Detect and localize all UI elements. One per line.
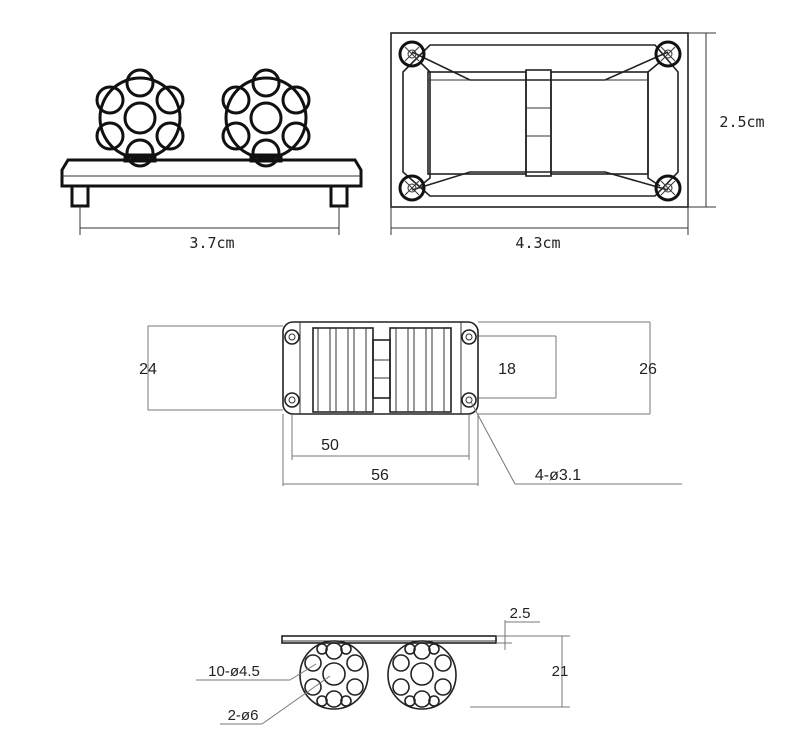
middle-hole-callout: 4-ø3.1 — [470, 401, 682, 485]
bottom-height-label: 21 — [552, 663, 569, 680]
plan-width-dimension: 4.3cm — [390, 207, 689, 252]
middle-left-block — [312, 327, 374, 413]
front-width-dimension: 3.7cm — [79, 206, 340, 252]
bottom-thickness-label: 2.5 — [510, 605, 531, 622]
middle-inner-gap-label: 18 — [498, 361, 516, 378]
middle-hole-callout-label: 4-ø3.1 — [535, 467, 581, 484]
bottom-small-holes-callout: 10-ø4.5 — [196, 663, 317, 681]
bottom-small-holes-label: 10-ø4.5 — [208, 663, 260, 680]
middle-overall-width-label: 56 — [371, 467, 389, 484]
bottom-large-holes-callout: 2-ø6 — [220, 675, 331, 725]
plan-screw-bottom-right — [654, 174, 682, 202]
middle-right-block — [389, 327, 452, 413]
middle-hole-top-right — [461, 329, 477, 345]
plan-left-block — [427, 71, 527, 175]
plan-width-label: 4.3cm — [515, 234, 560, 252]
middle-height-outer-label: 24 — [139, 361, 157, 378]
bottom-left-clip — [299, 640, 369, 710]
plan-screw-bottom-left — [398, 174, 426, 202]
middle-overall-width-dimension: 56 — [282, 414, 479, 486]
bottom-right-clip — [387, 640, 457, 710]
front-right-clip — [221, 68, 311, 168]
plan-height-label: 2.5cm — [719, 113, 764, 131]
bottom-height-dimension: 21 — [470, 635, 570, 708]
bottom-view: 2.5 21 — [196, 605, 570, 725]
bottom-thickness-dimension: 2.5 — [496, 605, 540, 650]
bottom-large-holes-label: 2-ø6 — [228, 707, 259, 724]
front-right-leg — [329, 184, 349, 208]
middle-hole-top-left — [284, 329, 300, 345]
front-width-label: 3.7cm — [189, 234, 234, 252]
plan-view: 4.3cm 2.5cm — [390, 32, 765, 252]
middle-height-total-label: 26 — [639, 361, 657, 378]
front-view: 3.7cm — [60, 68, 363, 252]
front-left-leg — [70, 184, 90, 208]
plan-screw-top-right — [654, 40, 682, 68]
middle-hole-spacing-label: 50 — [321, 437, 339, 454]
middle-plate — [282, 321, 479, 415]
middle-hole-bottom-right — [461, 392, 477, 408]
plan-right-block — [550, 71, 649, 175]
bottom-plate — [281, 635, 497, 644]
front-base-plate — [60, 158, 363, 188]
middle-hole-spacing-dimension: 50 — [291, 414, 470, 460]
front-left-clip — [95, 68, 185, 168]
middle-view: 24 26 18 50 56 4-ø3.1 — [139, 321, 682, 486]
plan-height-dimension: 2.5cm — [688, 32, 765, 208]
middle-hole-bottom-left — [284, 392, 300, 408]
plan-outer-frame — [390, 32, 689, 208]
plan-screw-top-left — [398, 40, 426, 68]
